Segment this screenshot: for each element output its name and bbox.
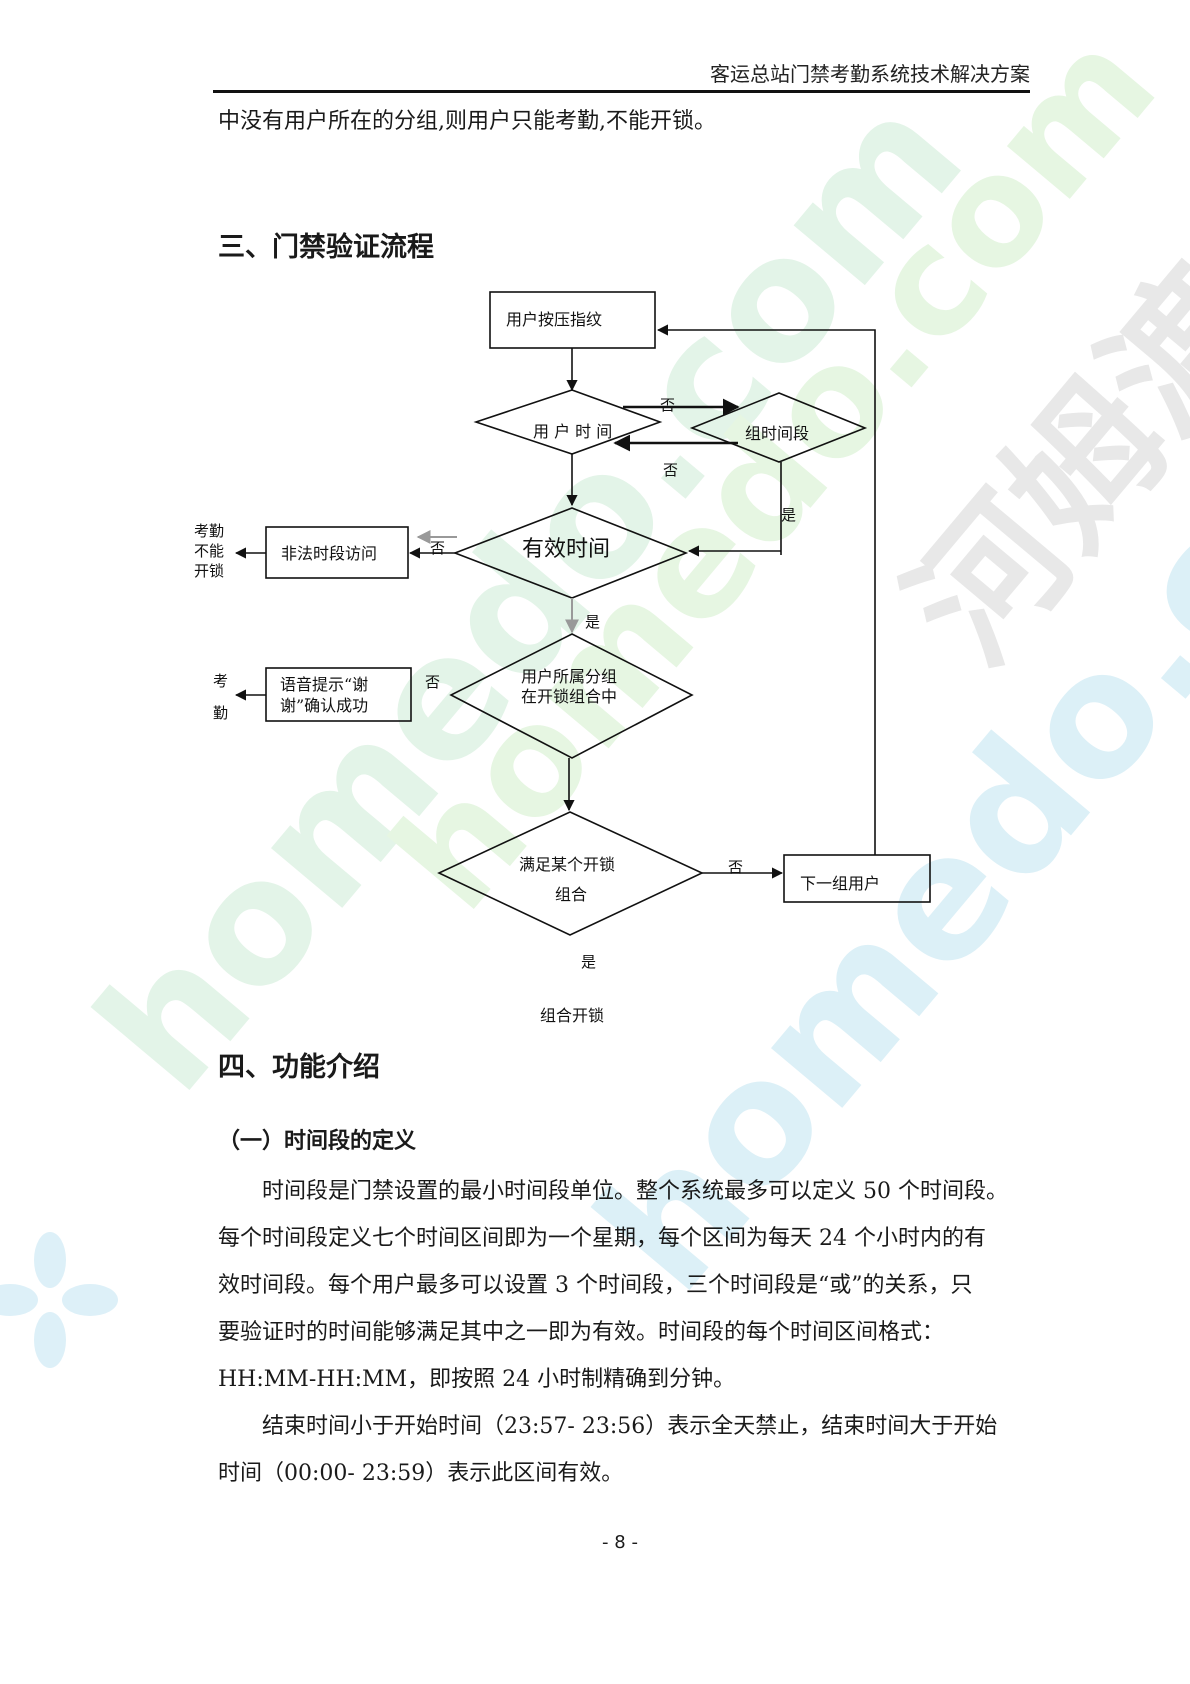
para2-line2: 时间（00:00- 23:59）表示此区间有效。 bbox=[218, 1461, 624, 1486]
output2-line1: 考 bbox=[213, 672, 228, 690]
label-no-1: 否 bbox=[660, 396, 675, 414]
output-attendance: 考 勤 bbox=[213, 672, 228, 722]
node-press-fingerprint: 用户按压指纹 bbox=[489, 291, 656, 349]
node-illegal-access-label: 非法时段访问 bbox=[281, 544, 377, 563]
page-header: 客运总站门禁考勤系统技术解决方案 bbox=[710, 62, 1030, 86]
para1-line4: 要验证时的时间能够满足其中之一即为有效。时间段的每个时间区间格式： bbox=[218, 1320, 945, 1345]
label-no-2: 否 bbox=[663, 461, 678, 479]
header-rule bbox=[213, 90, 1030, 93]
section3-title: 三、门禁验证流程 bbox=[218, 232, 434, 263]
node-voice-line1: 语音提示“谢 bbox=[280, 675, 368, 694]
flowchart: 用户按压指纹 用 户 时 间 组时间段 否 否 是 有效时间 否 非法时段访问 … bbox=[194, 291, 931, 1025]
node-user-time: 用 户 时 间 bbox=[473, 389, 663, 455]
para2-line1: 结束时间小于开始时间（23:57- 23:56）表示全天禁止，结束时间大于开始 bbox=[262, 1414, 998, 1439]
output1-line1: 考勤 bbox=[194, 522, 224, 540]
output2-line2: 勤 bbox=[213, 704, 228, 722]
output-attendance-no-unlock: 考勤 不能 开锁 bbox=[194, 522, 224, 580]
page-number: - 8 - bbox=[602, 1532, 638, 1553]
node-satisfy-line2: 组合 bbox=[555, 885, 587, 904]
node-voice-line2: 谢”确认成功 bbox=[280, 696, 368, 715]
label-no-4: 否 bbox=[425, 673, 440, 691]
node-next-group-label: 下一组用户 bbox=[800, 874, 880, 893]
label-no-3: 否 bbox=[430, 539, 445, 557]
para1-line2: 每个时间段定义七个时间区间即为一个星期，每个区间为每天 24 个小时内的有 bbox=[218, 1226, 986, 1251]
node-in-group-line1: 用户所属分组 bbox=[521, 667, 617, 686]
subsection1-title: （一）时间段的定义 bbox=[218, 1129, 417, 1154]
label-yes-2: 是 bbox=[585, 613, 600, 631]
node-satisfy-combo: 满足某个开锁 组合 bbox=[437, 811, 704, 936]
output1-line3: 开锁 bbox=[194, 562, 224, 580]
para1-line1: 时间段是门禁设置的最小时间段单位。整个系统最多可以定义 50 个时间段。 bbox=[262, 1179, 1008, 1204]
node-valid-time-label: 有效时间 bbox=[522, 537, 610, 562]
node-combo-unlock-label: 组合开锁 bbox=[540, 1006, 604, 1025]
para1-line3: 效时间段。每个用户最多可以设置 3 个时间段，三个时间段是“或”的关系，只 bbox=[218, 1273, 973, 1298]
label-yes-3: 是 bbox=[581, 953, 596, 971]
node-user-group-in-combo: 用户所属分组 在开锁组合中 bbox=[449, 633, 694, 759]
node-press-fingerprint-label: 用户按压指纹 bbox=[506, 310, 602, 329]
intro-line: 中没有用户所在的分组,则用户只能考勤,不能开锁。 bbox=[218, 109, 716, 134]
node-voice-prompt: 语音提示“谢 谢”确认成功 bbox=[265, 667, 412, 722]
node-valid-time: 有效时间 bbox=[452, 507, 689, 599]
section4-title: 四、功能介绍 bbox=[218, 1052, 380, 1083]
node-user-time-label: 用 户 时 间 bbox=[533, 422, 612, 441]
node-next-group: 下一组用户 bbox=[783, 854, 931, 903]
node-illegal-access: 非法时段访问 bbox=[265, 526, 409, 579]
label-no-5: 否 bbox=[728, 858, 743, 876]
watermark-flower-icon bbox=[0, 1232, 118, 1368]
para1-line5: HH:MM-HH:MM，即按照 24 小时制精确到分钟。 bbox=[218, 1367, 736, 1392]
node-group-time: 组时间段 bbox=[689, 392, 868, 463]
label-yes-1: 是 bbox=[781, 506, 796, 524]
output1-line2: 不能 bbox=[194, 542, 224, 560]
node-in-group-line2: 在开锁组合中 bbox=[521, 687, 617, 706]
node-satisfy-line1: 满足某个开锁 bbox=[519, 855, 615, 874]
node-group-time-label: 组时间段 bbox=[745, 424, 809, 443]
